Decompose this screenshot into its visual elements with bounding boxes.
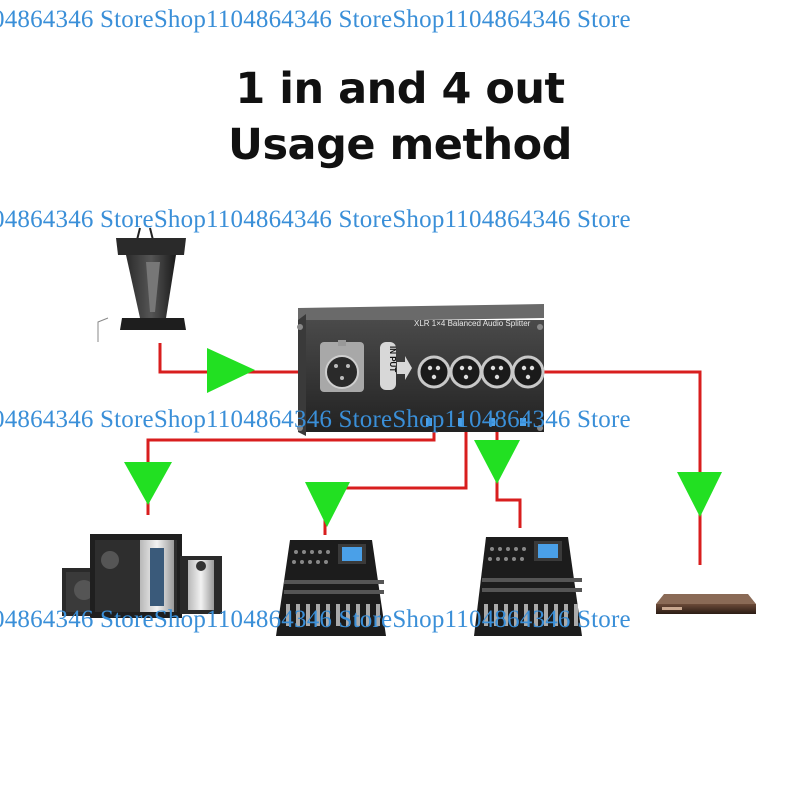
arrow-group xyxy=(124,348,722,527)
input-tag: IN PUT xyxy=(388,346,397,372)
output-jack-4 xyxy=(511,355,545,389)
speaker-system-icon xyxy=(62,534,222,618)
output-jack-2 xyxy=(449,355,483,389)
output-arrow-2 xyxy=(305,482,350,527)
title-line-2: Usage method xyxy=(228,120,572,170)
splitter-label: XLR 1×4 Balanced Audio Splitter xyxy=(414,319,531,328)
output-arrow-4 xyxy=(677,472,722,517)
output-arrow-3 xyxy=(474,440,520,484)
podium-icon xyxy=(97,227,186,342)
output-jack-3 xyxy=(480,355,514,389)
mixing-console-icon-1 xyxy=(276,540,386,636)
mixing-console-icon-2 xyxy=(474,537,582,636)
input-cable xyxy=(158,343,330,374)
output-arrow-1 xyxy=(124,462,172,505)
output-jack-1 xyxy=(417,355,451,389)
output-cable-4 xyxy=(528,370,702,565)
title-line-1: 1 in and 4 out xyxy=(235,64,565,114)
input-arrow xyxy=(207,348,255,393)
rack-unit-icon xyxy=(656,594,756,614)
xlr-splitter-icon: XLR 1×4 Balanced Audio Splitter IN PUT xyxy=(297,304,545,436)
